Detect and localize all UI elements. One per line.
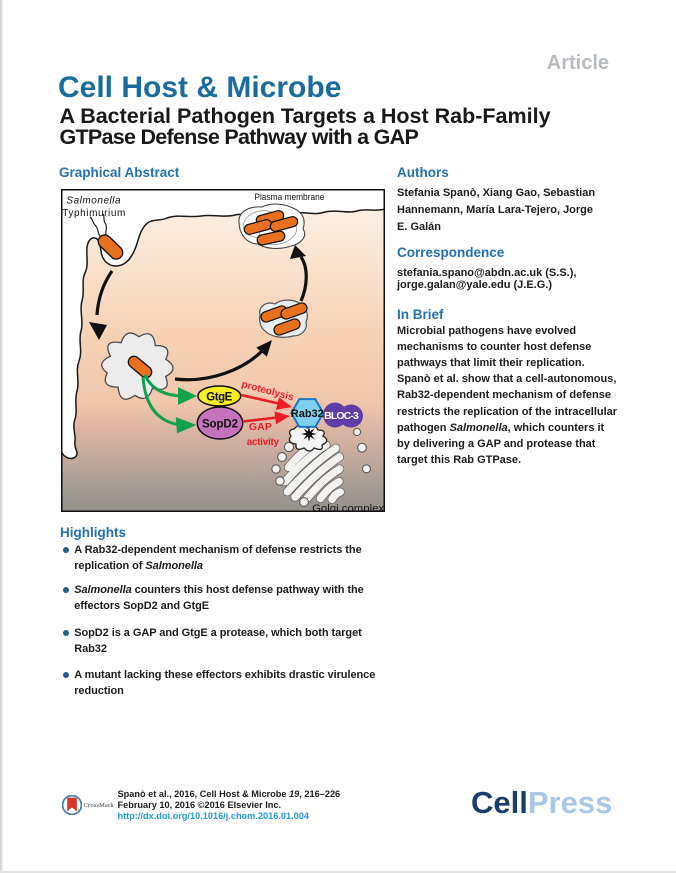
- svg-text:GtgE: GtgE: [206, 391, 232, 403]
- svg-text:Typhimurium: Typhimurium: [62, 208, 125, 219]
- svg-text:GAP: GAP: [249, 421, 272, 433]
- svg-text:activity: activity: [247, 437, 280, 448]
- svg-text:Golgi complex: Golgi complex: [312, 503, 384, 511]
- svg-text:SopD2: SopD2: [202, 418, 238, 430]
- svg-text:Rab32: Rab32: [291, 408, 324, 420]
- svg-text:Plasma membrane: Plasma membrane: [254, 192, 324, 202]
- svg-text:BLOC-3: BLOC-3: [324, 410, 359, 422]
- svg-text:Salmonella: Salmonella: [66, 195, 121, 206]
